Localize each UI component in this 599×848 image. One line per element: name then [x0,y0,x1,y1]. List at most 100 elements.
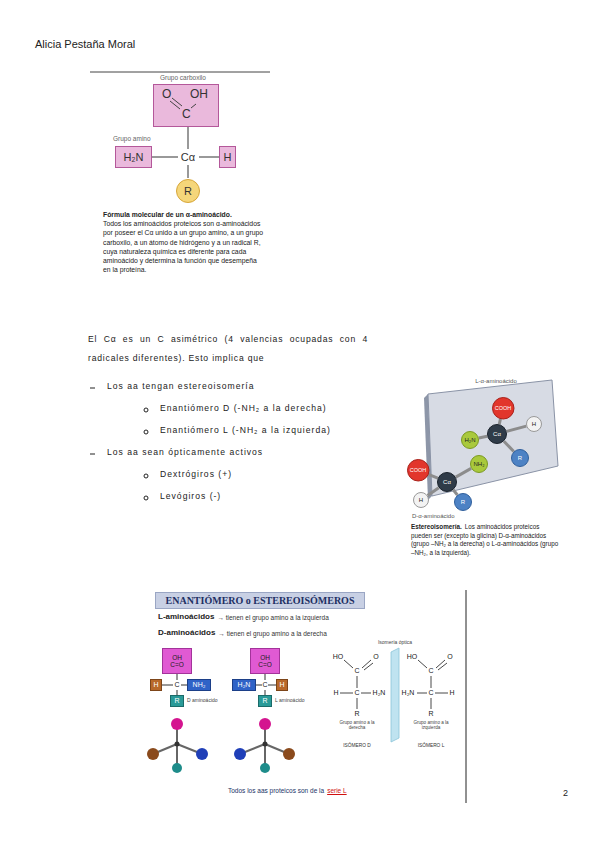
group-label: Grupo carboxilo [160,74,206,81]
node-text: R [184,185,192,197]
bond-line [199,156,219,157]
bond-line [438,663,447,670]
node-text: ENANTIÓMERO o ESTEREOISÓMEROS [166,595,355,606]
bond-line [187,127,188,149]
list-item: Los aa sean ópticamente activos [107,448,263,458]
node-text: COOH [410,467,427,473]
bond-line [364,663,373,670]
vertical-rule [466,590,467,803]
slide-term: L-aminoácidos [158,612,214,621]
hydrogen-ball: H [526,416,542,432]
carboxyl-ball: COOH [492,397,515,420]
radical-box: R [258,695,272,707]
page-number: 2 [563,788,568,798]
ball [172,763,182,773]
atom-label: C [428,689,433,697]
bond-line [187,165,188,178]
circle-bullet [144,408,148,412]
node-text: OH [190,88,208,101]
node-outline [488,425,507,444]
isomer-label: ISÓMERO L [418,743,445,749]
structure-note: Grupo amino a la izquierda [410,720,452,731]
diagram-label: L aminoácido [275,698,305,704]
ball-model-left [147,718,208,773]
carboxyl-ball: COOH [407,459,430,482]
bond-line [265,674,266,680]
node-text: O [162,88,171,101]
node-text: C [182,108,191,121]
bond-line [362,660,371,668]
node-outline [177,180,200,203]
amino-box: NH₂ [187,679,211,691]
bond-line [152,156,178,157]
node-outline [233,680,256,691]
node-text: R [174,697,179,705]
node-text: H [532,421,536,428]
atom-label: R [354,710,359,718]
ball [234,748,246,760]
node-text: R [262,697,267,705]
bond-stick [428,488,439,496]
bond-line [357,698,358,709]
atom-label: HO [333,653,344,661]
bond-line [191,104,196,108]
bond-stick [504,441,514,451]
node-text: NH₂ [474,461,485,468]
node-outline [251,649,280,674]
node-outline [471,456,488,473]
bond-line [418,660,427,668]
mirror-plane [428,380,558,496]
structure-bonds [340,660,448,709]
amino-box: H₂N [115,146,152,168]
dash-bullet [90,388,95,389]
carboxyl-box: OHC=O [162,648,192,674]
atom-label: C [354,689,359,697]
ball [175,742,180,747]
ball [171,718,183,730]
node-text: H [419,497,423,504]
box-bonds [162,674,276,695]
radical-box: R [170,695,184,707]
bond-line [357,676,358,688]
node-text: Cα [443,479,451,486]
bond-stick [453,490,457,495]
node-outline [220,147,236,168]
figure-caption: Estereoisomería.Los aminoácidos proteico… [411,523,561,557]
node-outline [116,147,152,168]
bond-line [344,660,353,668]
atom-label: H₂N [373,689,386,697]
hydrogen-box: H [276,679,288,691]
radical-ball: R [511,449,529,467]
node-outline [512,450,529,467]
atom-label: HO [407,653,418,661]
amino-ball: NH₂ [470,455,488,473]
body-paragraph: El Cα es un C asimétrico (4 valencias oc… [88,330,368,368]
atom-label: H [449,689,454,697]
node-text: H [279,681,284,689]
bond-line [435,693,448,694]
bond-line [162,685,173,686]
node-text: R [461,499,465,506]
node-outline [151,680,162,691]
bond-line [177,674,178,680]
node-text: OH [260,654,270,661]
dash-bullet [90,454,95,455]
node-text: NH₂ [193,681,206,689]
node-text: R [518,455,522,462]
node-outline [462,432,479,449]
bond-line [417,693,427,694]
circle-bullet [144,430,148,434]
mirror-label: Isomería óptica [378,640,412,646]
atom-label: R [428,710,433,718]
node-text: H₂N [465,437,476,444]
node-text: C=O [170,661,184,668]
node-outline [154,85,219,127]
ball [147,748,159,760]
alpha-carbon-bonds [152,127,219,178]
node-outline [188,680,211,691]
node-outline [527,417,542,432]
ball-model-right [234,718,295,773]
bond-line [436,660,445,668]
